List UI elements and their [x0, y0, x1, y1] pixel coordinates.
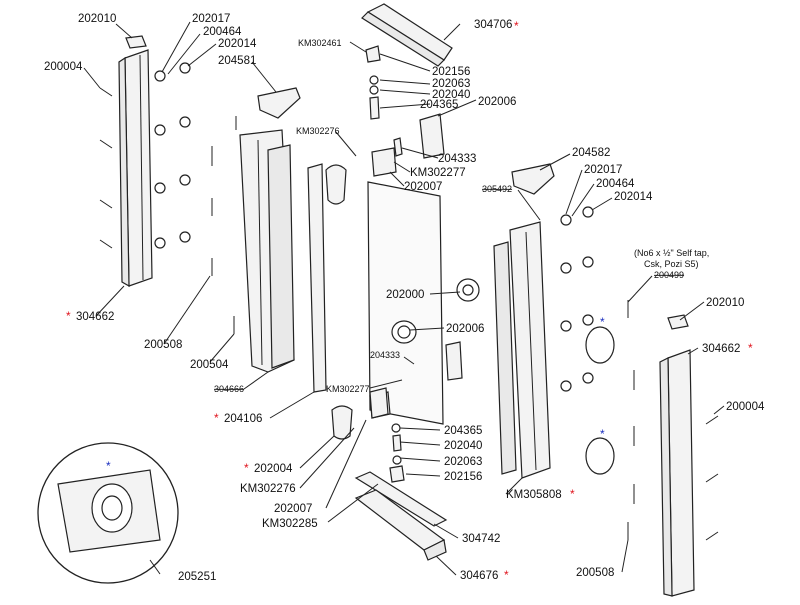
label-202156-top: 202156 — [432, 66, 470, 78]
label-202063-bottom: 202063 — [444, 456, 482, 468]
guide-202006-top — [419, 113, 445, 159]
label-202014-left: 202014 — [218, 38, 257, 50]
wall-profile-right — [659, 349, 695, 597]
label-200508-right: 200508 — [576, 567, 614, 579]
label-205251: 205251 — [178, 571, 216, 583]
bottom-track-304742 — [354, 471, 448, 527]
label-200004-right: 200004 — [726, 401, 765, 413]
cap-202010-right — [667, 314, 689, 330]
note-line-2: Csk, Pozi S5) — [644, 259, 699, 269]
hinge-KM302277-top — [371, 147, 397, 177]
star-304676: * — [504, 568, 509, 582]
cap-202010-left — [125, 35, 147, 49]
star-202004: * — [244, 461, 249, 475]
label-305492: 305492 — [482, 184, 512, 194]
blue-star-latch-top: * — [600, 315, 605, 329]
roller-KM302461 — [365, 45, 381, 63]
handle-202000 — [391, 278, 480, 344]
label-202007-bottom: 202007 — [274, 503, 312, 515]
door-profile-KM305808 — [493, 221, 551, 479]
label-304706: 304706 — [474, 19, 512, 31]
label-200464-left: 200464 — [203, 26, 242, 38]
label-202007-top: 202007 — [404, 181, 442, 193]
label-204581: 204581 — [218, 55, 256, 67]
star-204106: * — [214, 411, 219, 425]
note-line-1: (No6 x ½" Self tap, — [634, 248, 709, 258]
label-204106: 204106 — [224, 413, 262, 425]
label-202017-right: 202017 — [584, 164, 622, 176]
label-KM302285: KM302285 — [262, 518, 318, 530]
label-KM305808: KM305808 — [506, 489, 562, 501]
blue-star-detail: * — [106, 459, 111, 473]
latch-blue-bottom — [585, 437, 615, 475]
label-200464-right: 200464 — [596, 178, 635, 190]
label-KM302276-top: KM302276 — [296, 126, 340, 136]
label-202000: 202000 — [386, 289, 424, 301]
bottom-track-304676 — [354, 489, 447, 561]
label-204333-mid: 204333 — [370, 350, 400, 360]
hinge-KM302276-bottom — [331, 405, 353, 440]
part-labels: 202010 202017 200464 202014 200004 20458… — [44, 13, 765, 583]
label-202010-left: 202010 — [78, 13, 116, 25]
label-202063-top: 202063 — [432, 78, 470, 90]
star-304662-left: * — [66, 309, 71, 323]
label-200504: 200504 — [190, 359, 229, 371]
label-304662-right: 304662 — [702, 343, 740, 355]
handle-pad-202006 — [445, 341, 463, 381]
label-200499: 200499 — [654, 270, 684, 280]
label-200004-left: 200004 — [44, 61, 83, 73]
label-202156-bottom: 202156 — [444, 471, 482, 483]
fixing-screws-left — [211, 116, 237, 334]
roller-parts-bottom — [389, 423, 405, 483]
label-200508-left: 200508 — [144, 339, 182, 351]
blue-star-latch-bottom: * — [600, 427, 605, 441]
star-304706: * — [514, 19, 519, 33]
label-KM302277-mid: KM302277 — [326, 384, 370, 394]
screws-200004-left — [99, 87, 113, 249]
label-202017-left: 202017 — [192, 13, 230, 25]
label-202006-top: 202006 — [478, 96, 516, 108]
leader-lines — [83, 21, 725, 576]
roller-KM302285 — [369, 387, 389, 419]
label-204333-top: 204333 — [438, 153, 476, 165]
label-202006-mid: 202006 — [446, 323, 484, 335]
label-202014-right: 202014 — [614, 191, 653, 203]
washers-left — [154, 62, 191, 249]
bracket-204581 — [257, 87, 301, 119]
detail-circle-205251 — [37, 442, 179, 584]
top-track-304706 — [361, 3, 453, 67]
clip-202004 — [325, 164, 347, 205]
roller-parts-top — [369, 75, 380, 120]
label-KM302461: KM302461 — [298, 38, 342, 48]
door-panel — [367, 181, 444, 425]
latch-blue-top — [585, 326, 615, 364]
washers-right — [560, 206, 594, 392]
label-KM302277-top: KM302277 — [410, 167, 466, 179]
label-304742: 304742 — [462, 533, 500, 545]
fixing-screws-right — [627, 300, 635, 540]
star-304662-right: * — [748, 341, 753, 355]
label-304676: 304676 — [460, 570, 498, 582]
label-204365-bottom: 204365 — [444, 425, 482, 437]
wall-profile-left — [118, 49, 153, 288]
star-KM305808: * — [570, 487, 575, 501]
label-204365-top: 204365 — [420, 99, 458, 111]
label-202040-top: 202040 — [432, 89, 470, 101]
label-202040-bottom: 202040 — [444, 440, 482, 452]
label-304662-left: 304662 — [76, 311, 114, 323]
seal-204106 — [307, 163, 327, 393]
bracket-204333-top — [393, 137, 403, 157]
label-KM302276-bottom: KM302276 — [240, 483, 296, 495]
screws-200004-right — [705, 415, 719, 541]
label-204582: 204582 — [572, 147, 610, 159]
bracket-204582 — [511, 163, 555, 195]
label-202010-right: 202010 — [706, 297, 744, 309]
label-202004: 202004 — [254, 463, 293, 475]
label-304666: 304666 — [214, 384, 244, 394]
jamb-profile-304666 — [239, 129, 295, 373]
